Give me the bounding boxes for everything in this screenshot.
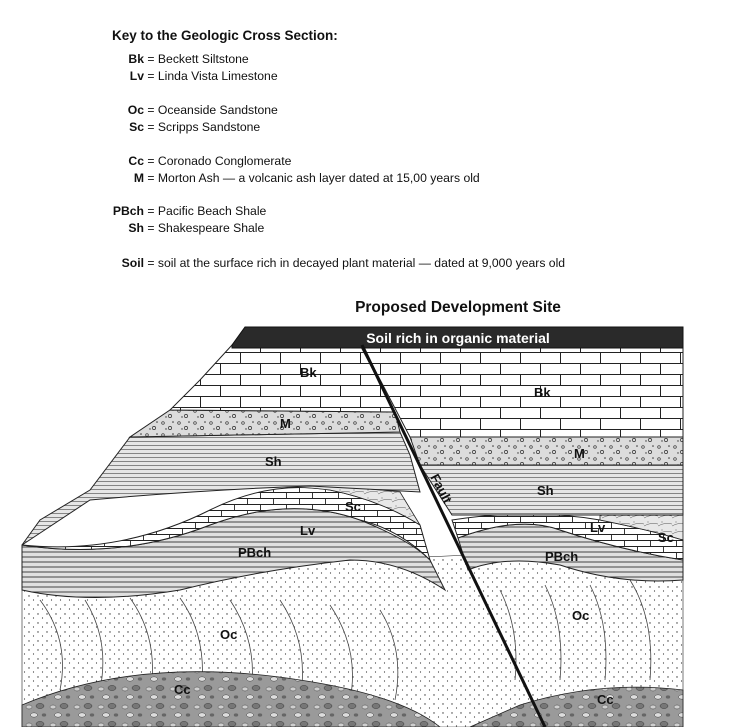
label-pbch-right: PBch bbox=[545, 549, 578, 564]
label-oc-left: Oc bbox=[220, 627, 237, 642]
layer-lv-left bbox=[21, 487, 432, 562]
key-desc: Morton Ash — a volcanic ash layer dated … bbox=[157, 171, 480, 185]
key-entry-sh: Sh = Shakespeare Shale bbox=[112, 221, 264, 235]
key-desc: Beckett Siltstone bbox=[157, 52, 249, 66]
key-equals: = bbox=[147, 204, 155, 218]
label-cc-left: Cc bbox=[174, 682, 191, 697]
layer-cc bbox=[21, 671, 684, 727]
key-desc: Pacific Beach Shale bbox=[157, 204, 267, 218]
key-desc: Scripps Sandstone bbox=[157, 120, 261, 134]
key-equals: = bbox=[147, 120, 155, 134]
key-abbr: Sh bbox=[128, 221, 144, 235]
layer-bk-left bbox=[168, 344, 396, 413]
geologic-cross-section: Proposed Development Site Soil rich in o… bbox=[21, 299, 684, 727]
diagram-title: Proposed Development Site bbox=[355, 299, 561, 316]
key-abbr: PBch bbox=[112, 204, 144, 218]
label-sh-right: Sh bbox=[537, 483, 554, 498]
label-pbch-left: PBch bbox=[238, 545, 271, 560]
key-desc: Linda Vista Limestone bbox=[157, 69, 278, 83]
key-abbr: Soil bbox=[121, 256, 144, 270]
soil-label: Soil rich in organic material bbox=[366, 330, 550, 346]
fault-line bbox=[360, 344, 547, 727]
label-sc-left: Sc bbox=[345, 499, 361, 514]
label-m-right: M bbox=[574, 446, 585, 461]
key-entry-sc: Sc = Scripps Sandstone bbox=[112, 120, 260, 134]
key-abbr: Lv bbox=[129, 69, 144, 83]
key-desc: Shakespeare Shale bbox=[157, 221, 265, 235]
key-abbr: M bbox=[133, 171, 144, 185]
key-abbr: Oc bbox=[127, 103, 144, 117]
label-lv-left: Lv bbox=[300, 523, 316, 538]
key-equals: = bbox=[147, 171, 155, 185]
key-equals: = bbox=[147, 154, 155, 168]
key-abbr: Sc bbox=[129, 120, 144, 134]
key-entry-cc: Cc = Coronado Conglomerate bbox=[112, 154, 291, 168]
key-equals: = bbox=[147, 103, 155, 117]
layer-sh-left bbox=[21, 431, 421, 546]
key-equals: = bbox=[147, 52, 155, 66]
key-desc: soil at the surface rich in decayed plan… bbox=[157, 256, 566, 270]
key-entry-lv: Lv = Linda Vista Limestone bbox=[112, 69, 278, 83]
key-abbr: Bk bbox=[128, 52, 144, 66]
layer-bk-right bbox=[361, 344, 684, 438]
label-oc-right: Oc bbox=[572, 608, 589, 623]
key-entry-m: M = Morton Ash — a volcanic ash layer da… bbox=[112, 171, 480, 185]
key-entry-pbch: PBch = Pacific Beach Shale bbox=[112, 204, 266, 218]
key-desc: Coronado Conglomerate bbox=[157, 154, 292, 168]
key-abbr: Cc bbox=[128, 154, 144, 168]
key-entry-soil: Soil = soil at the surface rich in decay… bbox=[118, 256, 565, 270]
label-cc-right: Cc bbox=[597, 692, 614, 707]
key-equals: = bbox=[147, 69, 155, 83]
key-entry-bk: Bk = Beckett Siltstone bbox=[112, 52, 249, 66]
label-bk-right: Bk bbox=[534, 385, 551, 400]
key-desc: Oceanside Sandstone bbox=[157, 103, 278, 117]
layer-m-right bbox=[409, 436, 684, 466]
key-title: Key to the Geologic Cross Section: bbox=[112, 28, 338, 43]
key-equals: = bbox=[147, 256, 155, 270]
label-lv-right: Lv bbox=[590, 520, 606, 535]
layer-soil bbox=[231, 326, 684, 349]
label-sh-left: Sh bbox=[265, 454, 282, 469]
label-bk-left: Bk bbox=[300, 365, 317, 380]
key-equals: = bbox=[147, 221, 155, 235]
label-m-left: M bbox=[280, 416, 291, 431]
label-sc-right: Sc bbox=[658, 530, 674, 545]
layer-m-left bbox=[128, 409, 401, 438]
key-entry-oc: Oc = Oceanside Sandstone bbox=[112, 103, 278, 117]
